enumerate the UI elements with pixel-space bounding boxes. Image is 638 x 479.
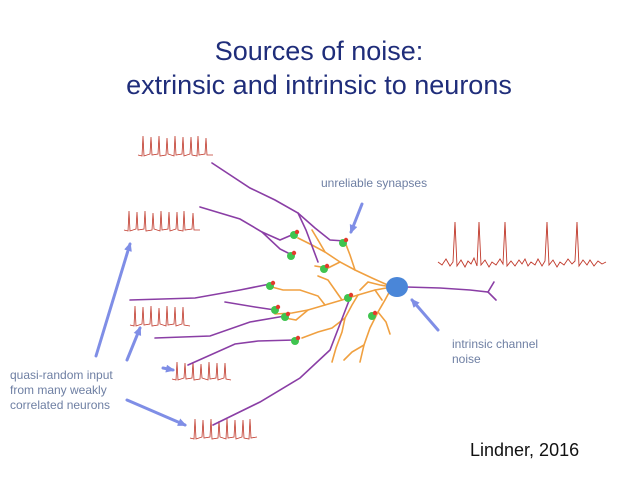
spike-trace-icon: [171, 361, 232, 381]
label-quasi-random-input: quasi-random input from many weakly corr…: [10, 368, 113, 412]
label-intrinsic-channel-noise: intrinsic channel noise: [452, 337, 539, 366]
title-line-2: extrinsic and intrinsic to neurons: [126, 70, 512, 100]
label-unreliable-synapses: unreliable synapses: [321, 176, 428, 190]
neuron-soma-icon: [386, 277, 408, 297]
spike-trace-icon: [123, 210, 200, 232]
spike-trace-icon: [129, 305, 191, 327]
slide-title: Sources of noise: extrinsic and intrinsi…: [0, 34, 638, 102]
axon-lines: [129, 162, 351, 426]
synapse-dot-icon: [266, 229, 378, 345]
spike-trace-icon: [437, 221, 607, 268]
arrow-icon: [94, 202, 440, 427]
spike-trace-icon: [137, 135, 213, 157]
output-axon: [405, 281, 497, 301]
dendrite-tree: [267, 229, 393, 363]
title-line-1: Sources of noise:: [214, 36, 424, 66]
spike-trace-icon: [189, 418, 258, 440]
citation: Lindner, 2016: [470, 440, 580, 460]
